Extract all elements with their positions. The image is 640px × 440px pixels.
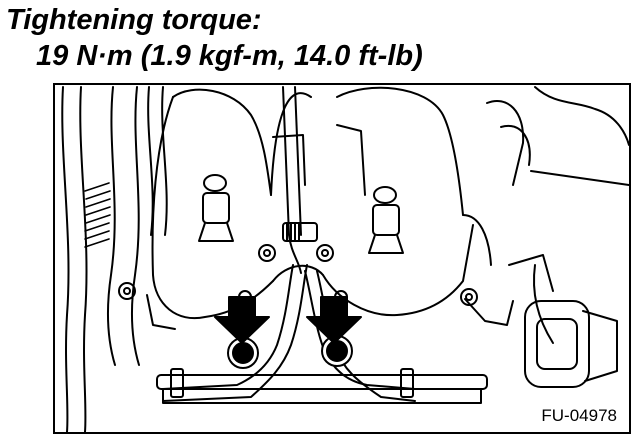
left-connector	[198, 174, 234, 242]
right-bolt-arrow	[306, 296, 362, 344]
center-fuel-pipe	[162, 86, 416, 402]
intake-manifold-diagram	[61, 86, 629, 432]
manifold-bolts	[118, 244, 478, 306]
target-bolts	[227, 335, 353, 369]
lower-rail	[156, 368, 488, 404]
torque-heading: Tightening torque:	[6, 4, 262, 36]
right-connector	[368, 186, 404, 254]
torque-spec: 19 N·m (1.9 kgf-m, 14.0 ft-lb)	[36, 40, 423, 72]
right-side-sensor	[486, 86, 629, 388]
diagram-frame: FU-04978	[53, 83, 631, 434]
figure-id: FU-04978	[539, 406, 619, 426]
manifold-body	[146, 86, 514, 330]
left-hose-assembly	[61, 86, 168, 432]
left-bolt-arrow	[214, 296, 270, 344]
